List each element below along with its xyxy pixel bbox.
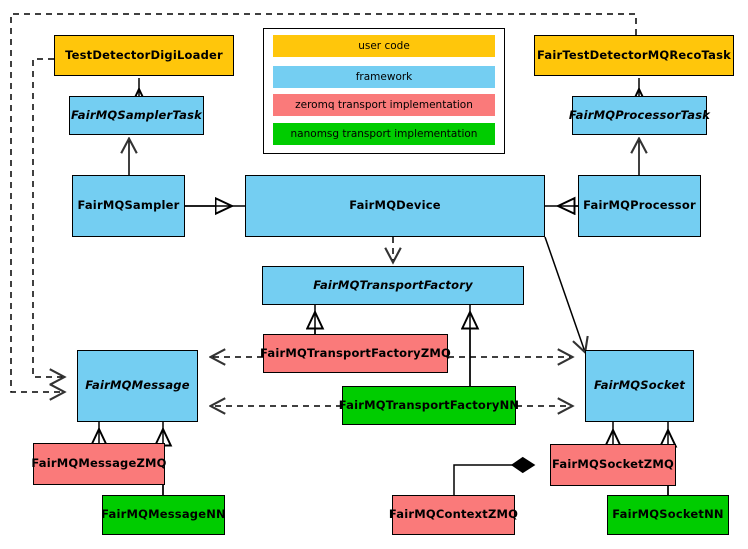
class-node-fairmqsocketnn[interactable]: FairMQSocketNN [607,495,729,535]
legend-item-nanomsg: nanomsg transport implementation [273,123,495,145]
class-node-fairmqsocket[interactable]: FairMQSocket [585,350,694,422]
class-node-testdetectordigiloader[interactable]: TestDetectorDigiLoader [54,35,234,76]
class-node-fairmqprocessortask[interactable]: FairMQProcessorTask [569,96,710,135]
class-node-fairmqsampler[interactable]: FairMQSampler [72,175,185,237]
legend-label-zeromq: zeromq transport implementation [295,99,473,111]
class-node-fairmqmessage[interactable]: FairMQMessage [77,350,198,422]
class-node-fairmqtransportfactoryzmq[interactable]: FairMQTransportFactoryZMQ [260,334,451,373]
class-node-fairmqprocessor[interactable]: FairMQProcessor [578,175,701,237]
class-node-fairmqtransportfactory[interactable]: FairMQTransportFactory [262,266,524,305]
class-node-fairmqsamplertask[interactable]: FairMQSamplerTask [69,96,204,135]
edge-device-socket [544,236,585,352]
edge-digiloader-message [32,58,64,377]
legend-label-user-code: user code [358,40,410,52]
legend-item-zeromq: zeromq transport implementation [273,94,495,116]
class-node-fairmqtransportfactorynn[interactable]: FairMQTransportFactoryNN [339,386,519,425]
class-node-fairmqdevice[interactable]: FairMQDevice [245,175,545,237]
legend-label-nanomsg: nanomsg transport implementation [290,128,478,140]
edge-contextzmq-socketzmq [453,465,534,495]
class-node-fairmqcontextzmq[interactable]: FairMQContextZMQ [389,495,518,535]
class-node-fairmqmessagenn[interactable]: FairMQMessageNN [101,495,226,535]
legend-label-framework: framework [355,71,413,83]
class-node-fairmqsocketzmq[interactable]: FairMQSocketZMQ [550,444,676,486]
class-node-fairtestdetectormqrecotask[interactable]: FairTestDetectorMQRecoTask [534,35,734,76]
legend-item-user-code: user code [273,35,495,57]
class-node-fairmqmessagezmq[interactable]: FairMQMessageZMQ [31,443,166,485]
legend-item-framework: framework [273,66,495,88]
